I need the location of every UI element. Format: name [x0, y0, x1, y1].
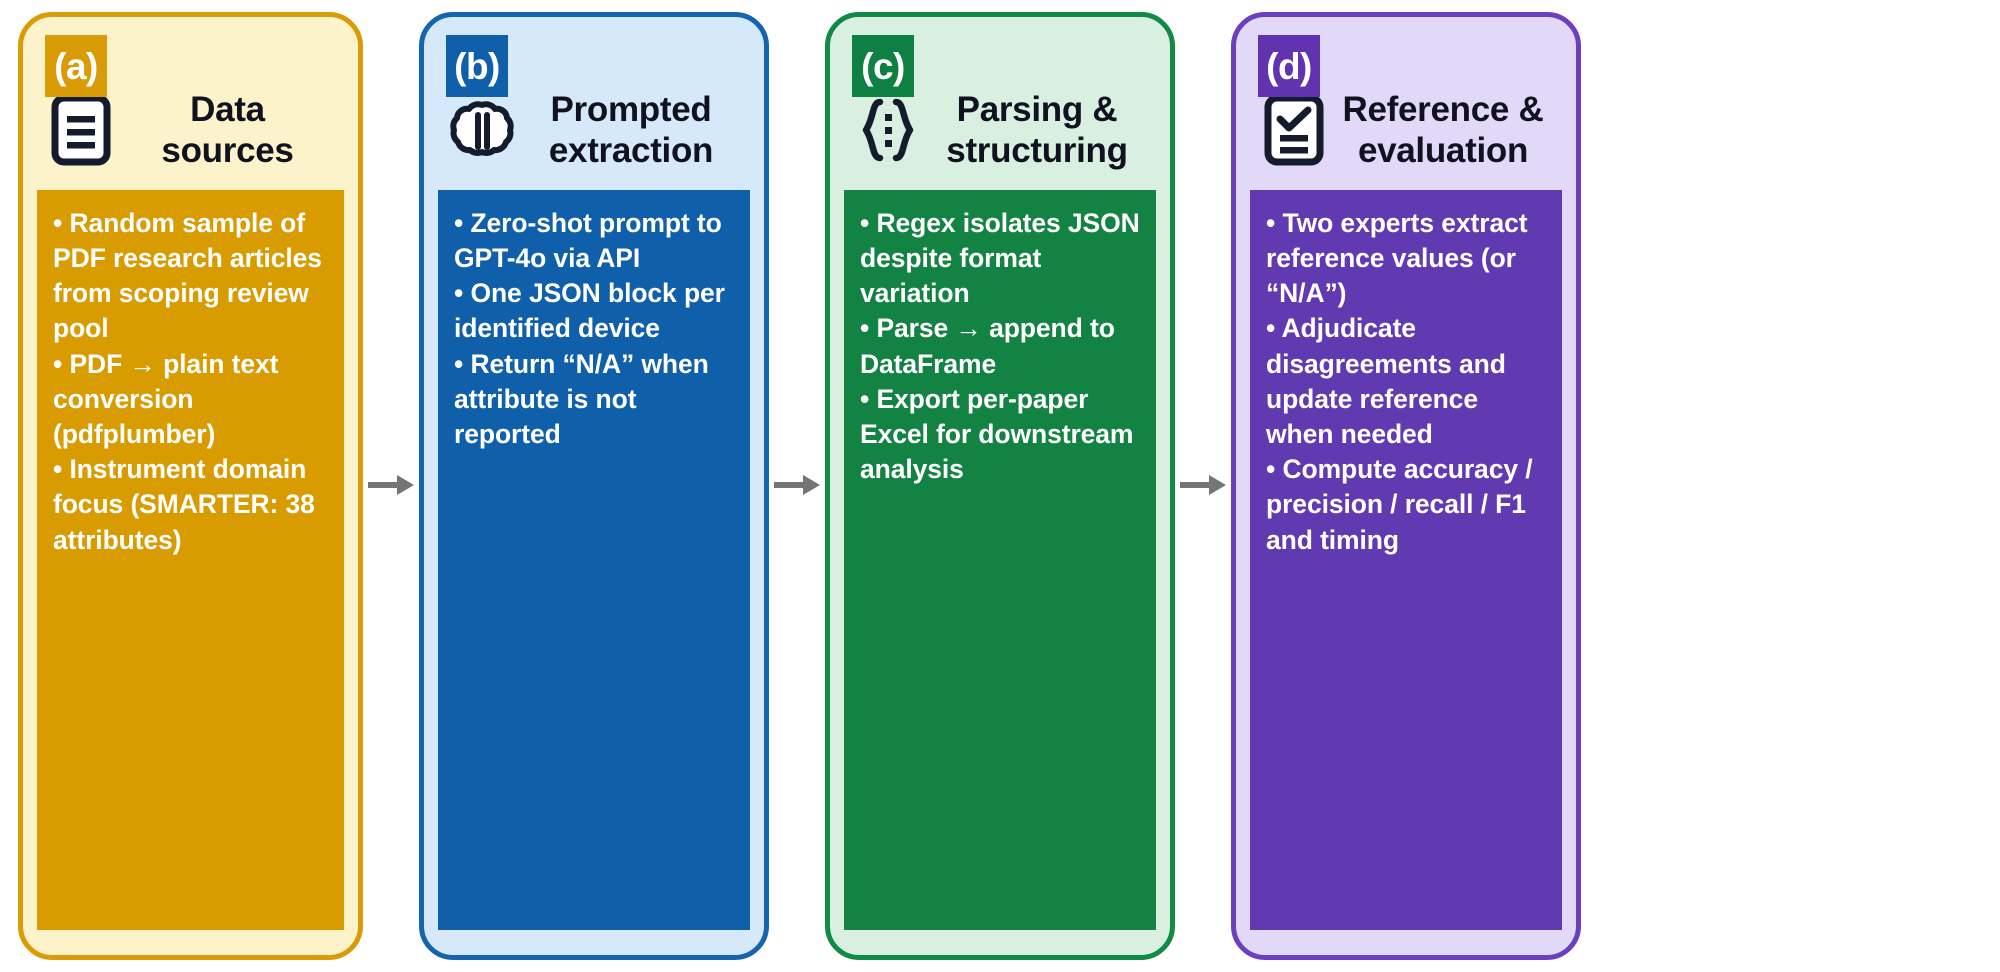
arrow-head-icon [1209, 475, 1226, 495]
panel-d-reference-evaluation: (d) Reference & evaluation Two experts e… [1231, 12, 1581, 960]
panel-c-title: Parsing & structuring [946, 90, 1128, 171]
list-item: One JSON block per identified device [454, 276, 734, 346]
list-item: Return “N/A” when attribute is not repor… [454, 347, 734, 453]
list-item: Regex isolates JSON despite format varia… [860, 206, 1140, 312]
clipboard-check-icon [1258, 94, 1330, 166]
panel-a-tag: (a) [45, 35, 107, 97]
panel-b-prompted-extraction: (b) Prompted extraction Zero-shot prompt… [419, 12, 769, 960]
list-item: Zero-shot prompt to GPT-4o via API [454, 206, 734, 276]
panel-a-bullets: Random sample of PDF research articles f… [37, 189, 344, 930]
list-item: PDF → plain text conversion (pdfplumber) [53, 347, 328, 453]
arrow-shaft [1180, 482, 1210, 488]
arrow-shaft [368, 482, 398, 488]
list-item: Adjudicate disagreements and update refe… [1266, 311, 1546, 452]
document-lines-icon [45, 94, 117, 166]
list-item: Export per-paper Excel for downstream an… [860, 382, 1140, 488]
list-item: Two experts extract reference values (or… [1266, 206, 1546, 312]
panel-c-parsing-structuring: (c) Parsing & structuring Regex isolates… [825, 12, 1175, 960]
arrow-c-to-d [1175, 0, 1231, 972]
list-item: Parse → append to DataFrame [860, 311, 1140, 381]
list-item: Random sample of PDF research articles f… [53, 206, 328, 347]
arrow-a-to-b [363, 0, 419, 972]
arrow-shaft [774, 482, 804, 488]
arrow-b-to-c [769, 0, 825, 972]
right-spacer [1581, 0, 2000, 972]
list-item: Compute accuracy / precision / recall / … [1266, 452, 1546, 558]
panel-b-title: Prompted extraction [548, 90, 714, 171]
panel-d-title: Reference & evaluation [1342, 90, 1544, 171]
panel-d-tag: (d) [1258, 35, 1320, 97]
arrow-head-icon [803, 475, 820, 495]
panel-b-bullets: Zero-shot prompt to GPT-4o via API One J… [438, 189, 750, 930]
panel-b-tag: (b) [446, 35, 508, 97]
panel-a-title: Data sources [161, 90, 294, 171]
panel-d-bullets: Two experts extract reference values (or… [1250, 189, 1562, 930]
panel-d-header: Reference & evaluation [1236, 17, 1576, 186]
list-item: Instrument domain focus (SMARTER: 38 att… [53, 452, 328, 558]
panel-c-tag: (c) [852, 35, 914, 97]
brain-icon [446, 94, 518, 166]
panel-a-data-sources: (a) Data sources Random sample of PDF re… [18, 12, 363, 960]
panel-b-header: Prompted extraction [424, 17, 764, 186]
curly-braces-icon [852, 94, 924, 166]
panel-a-header: Data sources [23, 17, 358, 186]
panel-c-bullets: Regex isolates JSON despite format varia… [844, 189, 1156, 930]
panel-c-header: Parsing & structuring [830, 17, 1170, 186]
arrow-head-icon [397, 475, 414, 495]
